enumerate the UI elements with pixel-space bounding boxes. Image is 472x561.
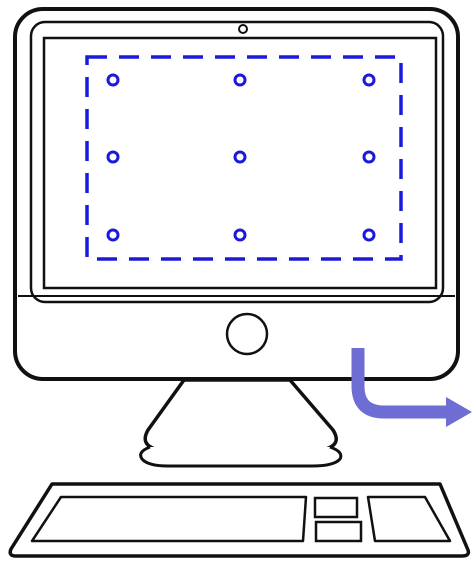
calibration-point [233,150,247,164]
power-button-icon [225,312,269,356]
calibration-point [233,228,247,242]
stand-base [139,445,343,468]
monitor [13,7,460,381]
calibration-point [233,73,247,87]
calibration-point [106,150,120,164]
calibration-point [362,150,376,164]
calibration-frame [85,55,403,261]
keyboard-icon [8,482,471,558]
turn-right-arrow-icon [351,348,472,427]
keyboard-main-keys [30,495,308,543]
arrow-shaft [351,348,448,419]
monitor-stand [139,378,343,468]
keyboard-numpad [366,495,452,543]
keyboard-arrow-key-top [313,496,359,519]
arrow-head [446,397,472,427]
stand-neck [143,378,338,451]
keyboard-arrow-key-bottom [314,520,363,543]
webcam-icon [238,24,248,34]
calibration-points [106,73,376,242]
calibration-point [106,228,120,242]
calibration-point [362,73,376,87]
calibration-point [362,228,376,242]
calibration-point [106,73,120,87]
